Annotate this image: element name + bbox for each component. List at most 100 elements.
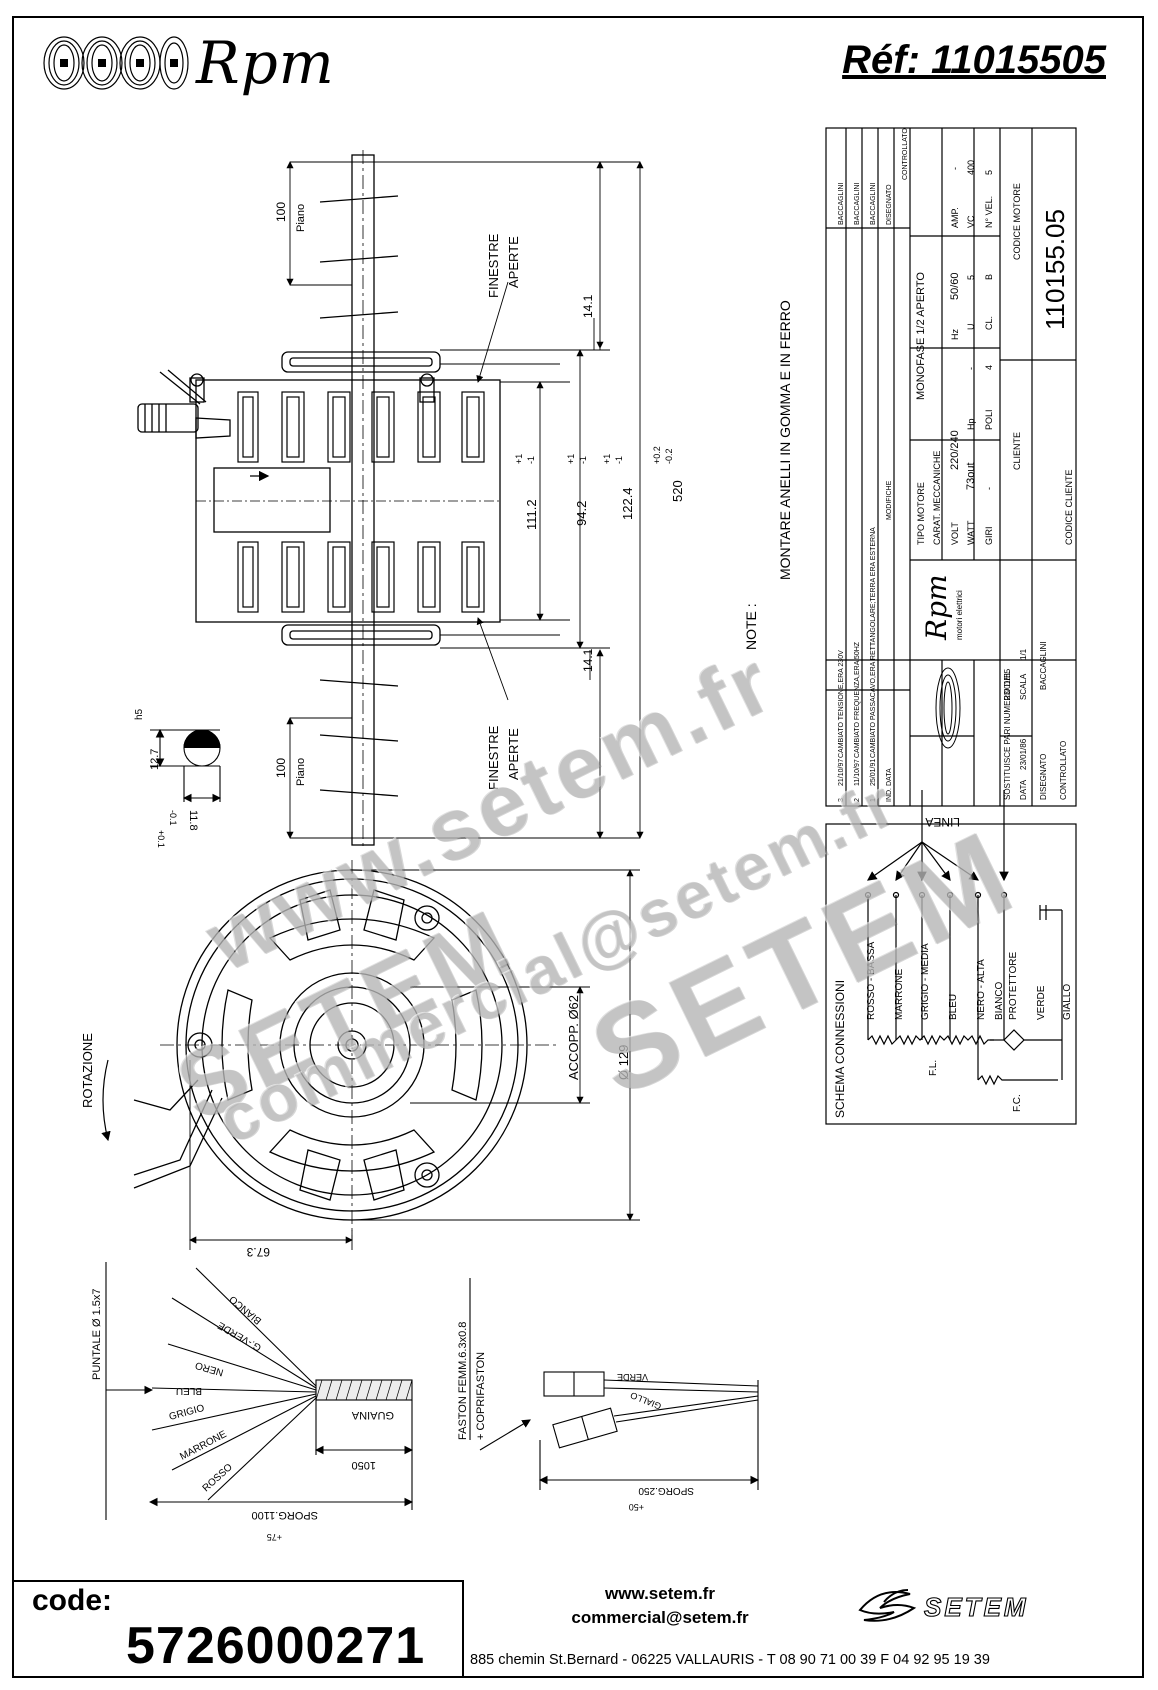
title-block-company: Rpm — [920, 574, 953, 641]
u-label: U — [966, 324, 976, 331]
connection-schema — [825, 790, 1077, 1125]
rev-header-desc: MODIFICHE — [886, 480, 893, 520]
rev-2-date: 11/10/97 — [854, 759, 861, 786]
shaft-section — [150, 728, 222, 803]
motor-type-label: TIPO MOTORE — [916, 482, 926, 545]
note-label: NOTE : — [743, 603, 759, 650]
website-link[interactable]: www.setem.fr — [605, 1584, 715, 1603]
coupling-label: ACCOPP. Ø62 — [566, 995, 581, 1080]
wire-grigio: GRIGIO - MEDIA — [920, 943, 931, 1020]
offset-label: 67.3 — [246, 1245, 270, 1259]
fc-label: F.C. — [1012, 1094, 1023, 1112]
dim-111-tol-hi: +1 — [514, 454, 524, 464]
rev-header-drawn: DISEGNATO — [886, 184, 893, 225]
replaces-label: SOSTITUISCE PARI NUMERO DEL — [1003, 670, 1012, 800]
rev-header-ind: IND. — [886, 788, 893, 802]
contact-block: www.setem.fr commercial@setem.fr — [520, 1582, 800, 1630]
code-value: 5726000271 — [126, 1617, 426, 1675]
reference-number: Réf: 11015505 — [842, 38, 1106, 82]
email-link[interactable]: commercial@setem.fr — [571, 1608, 749, 1627]
coil-logo-icon — [43, 36, 189, 90]
watt-label: WATT — [966, 520, 976, 545]
amp-label: AMP. — [950, 207, 960, 228]
wire-nero: NERO - ALTA — [976, 959, 987, 1020]
sheath-length: 1050 — [352, 1459, 376, 1471]
title-block-logo-icon — [935, 667, 961, 749]
product-code-box: code: 5726000271 — [12, 1580, 464, 1678]
replaces-value: 23/01/85 — [1003, 668, 1012, 700]
drawn-value: BACCAGLINI — [1039, 642, 1048, 690]
motor-code-value: 110155.05 — [1040, 209, 1070, 330]
faston-cover-label: + COPRIFASTON — [475, 1352, 487, 1440]
rev-3-desc: CAMBIATO TENSIONE,ERA 230V — [838, 650, 845, 758]
address-line: 885 chemin St.Bernard - 06225 VALLAURIS … — [470, 1652, 990, 1668]
shaft-flat: 11.8 — [187, 810, 199, 831]
rev-1-desc: CAMBIATO PASSACAVO,ERA RETTANGOLARE;TERR… — [870, 527, 877, 758]
cable-wire-bleu: BLEU — [176, 1385, 202, 1396]
scale-label: SCALA — [1019, 673, 1028, 700]
cap-tol: +50 — [629, 1502, 644, 1512]
volt-label: VOLT — [950, 522, 960, 545]
windows-top-1: FINESTRE — [486, 233, 501, 298]
wire-verde: VERDE — [1036, 985, 1047, 1020]
hz-value: 50/60 — [949, 272, 961, 300]
dim-122: 122.4 — [620, 487, 635, 520]
rev-2-by: BACCAGLINI — [854, 183, 861, 225]
scale-value: 1/1 — [1019, 648, 1028, 660]
cl-value: B — [984, 274, 994, 280]
dim-94: 94.2 — [574, 501, 589, 526]
rev-1-date: 25/01/91 — [870, 759, 877, 786]
shaft-diameter: 12.7 — [149, 749, 161, 770]
volt-value: 220/240 — [949, 430, 961, 470]
date-label: DATA — [1019, 779, 1028, 800]
setem-logo: SETEM — [858, 1589, 1029, 1623]
poli-label: POLI — [984, 409, 994, 430]
dim-520-tol-lo: -0.2 — [664, 448, 674, 464]
cable-drawing — [105, 1262, 760, 1520]
vc-label: VC — [966, 215, 976, 228]
schema-title: SCHEMA CONNESSIONI — [833, 980, 847, 1118]
date-value: 23/01/86 — [1019, 738, 1028, 770]
rev-header-check: CONTROLLATO — [902, 128, 909, 180]
dim-bottom-length-label: Piano — [295, 758, 307, 786]
rev-1-by: BACCAGLINI — [870, 183, 877, 225]
motor-side-view — [137, 150, 644, 850]
rpm-logo: Rpm — [42, 28, 335, 98]
title-block-company-sub: motori elettrici — [955, 590, 964, 640]
dim-gap-bottom: 14.1 — [581, 648, 595, 672]
shaft-fit: h5 — [134, 708, 145, 720]
rev-2-ind: 2 — [854, 798, 861, 802]
cable-tip-label: PUNTALE Ø 1.5x7 — [91, 1289, 103, 1381]
cap-length: SPORG.250 — [638, 1485, 694, 1496]
swirl-icon — [858, 1589, 917, 1622]
cl-label: CL. — [984, 316, 994, 330]
dim-94-tol-hi: +1 — [566, 454, 576, 464]
rev-1-ind: 1 — [870, 798, 877, 802]
cable-wire-bianco: BIANCO — [227, 1293, 264, 1326]
watt-value: 73out — [965, 462, 977, 490]
dim-122-tol-hi: +1 — [602, 454, 612, 464]
checked-label: CONTROLLATO — [1059, 741, 1068, 800]
windows-bottom-1: FINESTRE — [486, 725, 501, 790]
setem-logo-text: SETEM — [924, 1592, 1029, 1622]
wire-marrone: MARRONE — [894, 969, 905, 1020]
hp-label: Hp — [966, 418, 976, 430]
diameter-label: Ø 129 — [616, 1045, 631, 1080]
cable-wire-rosso: ROSSO — [201, 1462, 235, 1494]
motor-type-value: MONOFASE 1/2 APERTO — [915, 272, 927, 400]
giri-value: - — [984, 487, 994, 490]
motor-code-label: CODICE MOTORE — [1012, 183, 1022, 260]
sheath-label: GUAINA — [351, 1409, 394, 1421]
cable-length: SPORG.1100 — [252, 1509, 318, 1521]
rev-3-by: BACCAGLINI — [838, 183, 845, 225]
client-code-label: CODICE CLIENTE — [1064, 469, 1074, 545]
amp-value: - — [950, 167, 960, 170]
dim-top-length-label: Piano — [295, 204, 307, 232]
mech-label: CARAT. MECCANICHE — [932, 451, 942, 545]
shaft-flat-tol-hi: +0.1 — [156, 830, 166, 848]
hz-label: Hz — [950, 329, 960, 340]
wire-rosso: ROSSO - BASSA — [866, 941, 877, 1020]
drawn-label: DISEGNATO — [1039, 754, 1048, 800]
wire-bianco: BIANCO — [994, 981, 1005, 1020]
